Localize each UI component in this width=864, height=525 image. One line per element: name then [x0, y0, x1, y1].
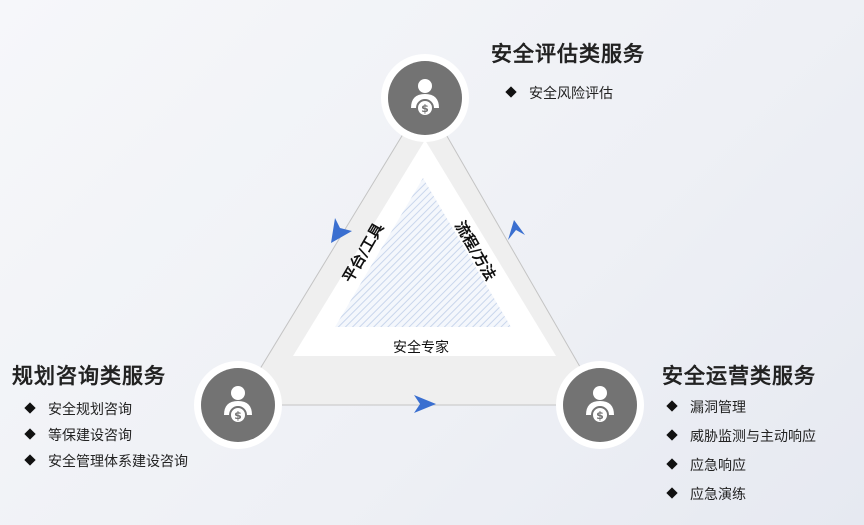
- list-item: 威胁监测与主动响应: [666, 423, 816, 452]
- arrow-right-edge: [508, 220, 525, 240]
- arrow-bottom-edge: [414, 395, 436, 413]
- list-item: 安全风险评估: [505, 81, 613, 107]
- right-group-list: 漏洞管理 威胁监测与主动响应 应急响应 应急演练: [666, 394, 816, 510]
- list-item: 安全管理体系建设咨询: [24, 449, 188, 475]
- diamond-bullet-icon: [24, 454, 36, 466]
- diamond-bullet-icon: [24, 428, 36, 440]
- list-item: 应急演练: [666, 481, 816, 510]
- arrow-left-edge: [331, 218, 352, 243]
- diamond-bullet-icon: [666, 487, 678, 499]
- diamond-bullet-icon: [666, 458, 678, 470]
- hatched-triangle: [335, 178, 511, 327]
- list-item: 等保建设咨询: [24, 423, 188, 449]
- diamond-bullet-icon: [505, 86, 517, 98]
- list-item: 应急响应: [666, 452, 816, 481]
- diamond-bullet-icon: [666, 429, 678, 441]
- top-group-title: 安全评估类服务: [491, 42, 645, 66]
- list-item: 安全规划咨询: [24, 397, 188, 423]
- right-group-title: 安全运营类服务: [662, 364, 816, 388]
- top-group-list: 安全风险评估: [505, 81, 613, 107]
- left-group-title: 规划咨询类服务: [12, 364, 166, 388]
- left-group-list: 安全规划咨询 等保建设咨询 安全管理体系建设咨询: [24, 397, 188, 475]
- diamond-bullet-icon: [24, 402, 36, 414]
- node-left: [194, 361, 282, 449]
- center-label: 安全专家: [393, 340, 449, 356]
- list-item: 漏洞管理: [666, 394, 816, 423]
- node-right: [556, 361, 644, 449]
- diamond-bullet-icon: [666, 400, 678, 412]
- node-top: [381, 54, 469, 142]
